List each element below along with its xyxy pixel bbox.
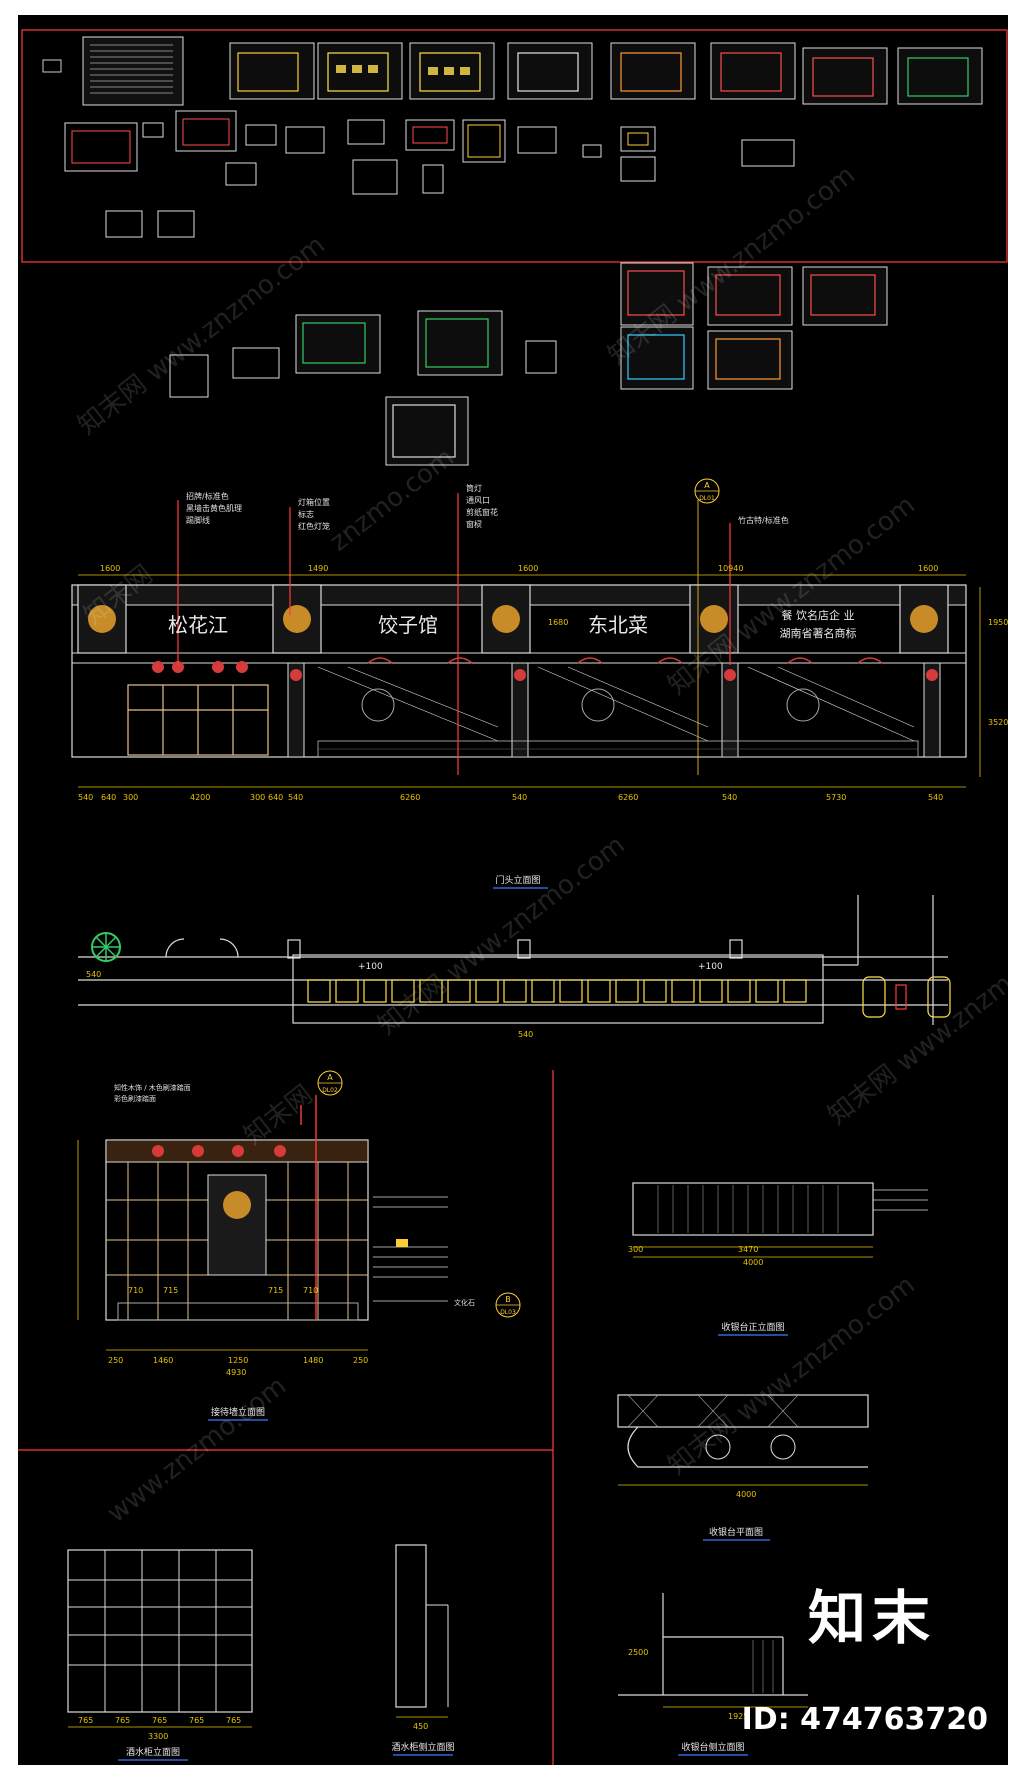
- reception-dim: 1460: [153, 1356, 173, 1365]
- water-side-dim: 450: [413, 1722, 428, 1731]
- dim-top: 10940: [718, 564, 743, 573]
- storefront-caption: 门头立面图: [495, 874, 540, 886]
- dim-bottom: 540: [722, 793, 737, 802]
- sign-slogan-line2: 湖南省著名商标: [780, 626, 857, 640]
- water-cabinet-caption: 酒水柜立面图: [126, 1746, 180, 1758]
- callout-c: 窗棂: [466, 519, 482, 529]
- cashier-front-caption: 收银台正立面图: [721, 1321, 784, 1333]
- section-ref-marker: A: [704, 481, 710, 490]
- callout-a: 踢脚线: [186, 515, 210, 525]
- dim-top: 1600: [100, 564, 120, 573]
- callout-c: 筒灯: [466, 483, 482, 493]
- dim-right: 1950: [988, 618, 1008, 627]
- section-ref-b-sub: DL03: [500, 1309, 516, 1316]
- dim-bottom: 300: [123, 793, 138, 802]
- cashier-side-caption: 收银台侧立面图: [681, 1741, 744, 1753]
- dim-top: 1600: [918, 564, 938, 573]
- reception-callout: 彩色刷漆踏面: [114, 1094, 156, 1103]
- dim-bottom: 540: [288, 793, 303, 802]
- cad-drawing: [18, 29, 1008, 1765]
- dim-bottom: 6260: [400, 793, 420, 802]
- reception-dim: 250: [353, 1356, 368, 1365]
- reception-wall-text: 文化石: [454, 1298, 475, 1307]
- reception-inner-dim: 710: [303, 1286, 318, 1295]
- cashier-front-elevation: [632, 1182, 928, 1258]
- plan-level-left: +100: [358, 962, 383, 972]
- dim-top: 1600: [518, 564, 538, 573]
- water-cabinet-dim: 765: [78, 1716, 93, 1725]
- water-side-caption: 酒水柜侧立面图: [391, 1741, 454, 1753]
- water-cabinet-dim: 765: [226, 1716, 241, 1725]
- dim-bottom: 640: [101, 793, 116, 802]
- callout-c: 剪纸窗花: [466, 507, 498, 517]
- sign-slogan-line1: 餐 饮名店企 业: [782, 608, 855, 622]
- sheet-overview-frame: [21, 29, 1008, 263]
- dim-bottom: 300: [250, 793, 265, 802]
- callout-d: 竹古特/标准色: [738, 515, 789, 525]
- sign-panel-3: 东北菜: [588, 613, 648, 637]
- section-ref-a-sub: DL02: [322, 1087, 338, 1094]
- reception-wall-elevation: [77, 1095, 448, 1351]
- water-cabinet-dim: 765: [189, 1716, 204, 1725]
- brand-id: ID: 474763720: [741, 1702, 988, 1737]
- section-ref-a: A: [327, 1073, 333, 1082]
- dim-bottom: 540: [928, 793, 943, 802]
- reception-inner-dim: 715: [163, 1286, 178, 1295]
- dim-bottom: 540: [78, 793, 93, 802]
- cashier-side-dim: 1925: [728, 1712, 748, 1721]
- sheet-thumbnails: [42, 36, 983, 466]
- section-ref-b: B: [505, 1295, 511, 1304]
- reception-dim: 1480: [303, 1356, 323, 1365]
- callout-b: 灯箱位置: [298, 497, 330, 507]
- sign-panel-2: 饺子馆: [378, 613, 438, 637]
- dim-bottom: 640: [268, 793, 283, 802]
- cashier-front-dim: 4000: [743, 1258, 763, 1267]
- cashier-front-dim: 300: [628, 1245, 643, 1254]
- reception-total: 4930: [226, 1368, 246, 1377]
- dim-mid: 1680: [548, 618, 568, 627]
- cashier-front-dim: 3470: [738, 1245, 758, 1254]
- cashier-plan-caption: 收银台平面图: [709, 1526, 763, 1538]
- cashier-plan-dim: 4000: [736, 1490, 756, 1499]
- reception-callout: 知性木饰 / 木色刷漆踏面: [114, 1083, 191, 1092]
- callout-b: 红色灯笼: [298, 521, 330, 531]
- water-cabinet-total: 3300: [148, 1732, 168, 1741]
- dim-bottom: 4200: [190, 793, 210, 802]
- sign-panel-1: 松花江: [168, 613, 228, 637]
- reception-dim: 250: [108, 1356, 123, 1365]
- cashier-plan: [617, 1394, 869, 1486]
- dim-right: 3520: [988, 718, 1008, 727]
- plan-dim: 540: [86, 970, 101, 979]
- cashier-side-dim: 2500: [628, 1648, 648, 1657]
- cad-drawing-canvas: 松花江 饺子馆 东北菜 餐 饮名店企 业 湖南省著名商标 1600 1490 1…: [18, 15, 1008, 1765]
- cad-text-layer: 松花江 饺子馆 东北菜 餐 饮名店企 业 湖南省著名商标 1600 1490 1…: [78, 478, 1008, 1761]
- storefront-elevation: [71, 493, 981, 788]
- dim-bottom: 5730: [826, 793, 846, 802]
- dim-bottom: 6260: [618, 793, 638, 802]
- plan-dim: 540: [518, 1030, 533, 1039]
- water-cabinet-elevation: [67, 1549, 253, 1728]
- dim-top: 1490: [308, 564, 328, 573]
- brand-logo: 知末: [807, 1584, 936, 1652]
- callout-c: 通风口: [466, 495, 490, 505]
- water-cabinet-dim: 765: [152, 1716, 167, 1725]
- reception-inner-dim: 715: [268, 1286, 283, 1295]
- cashier-side-elevation: [618, 1593, 808, 1708]
- floor-plan-strip: [78, 895, 951, 1025]
- plan-level-right: +100: [698, 962, 723, 972]
- callout-a: 招牌/标准色: [186, 491, 229, 501]
- water-cabinet-side: [395, 1544, 449, 1718]
- callout-b: 标志: [298, 509, 314, 519]
- callout-a: 黑墙击黄色肌理: [186, 503, 242, 513]
- reception-caption: 接待墙立面图: [211, 1406, 265, 1418]
- dim-bottom: 540: [512, 793, 527, 802]
- section-ref-sub: DL01: [699, 495, 715, 502]
- reception-inner-dim: 710: [128, 1286, 143, 1295]
- water-cabinet-dim: 765: [115, 1716, 130, 1725]
- reception-dim: 1250: [228, 1356, 248, 1365]
